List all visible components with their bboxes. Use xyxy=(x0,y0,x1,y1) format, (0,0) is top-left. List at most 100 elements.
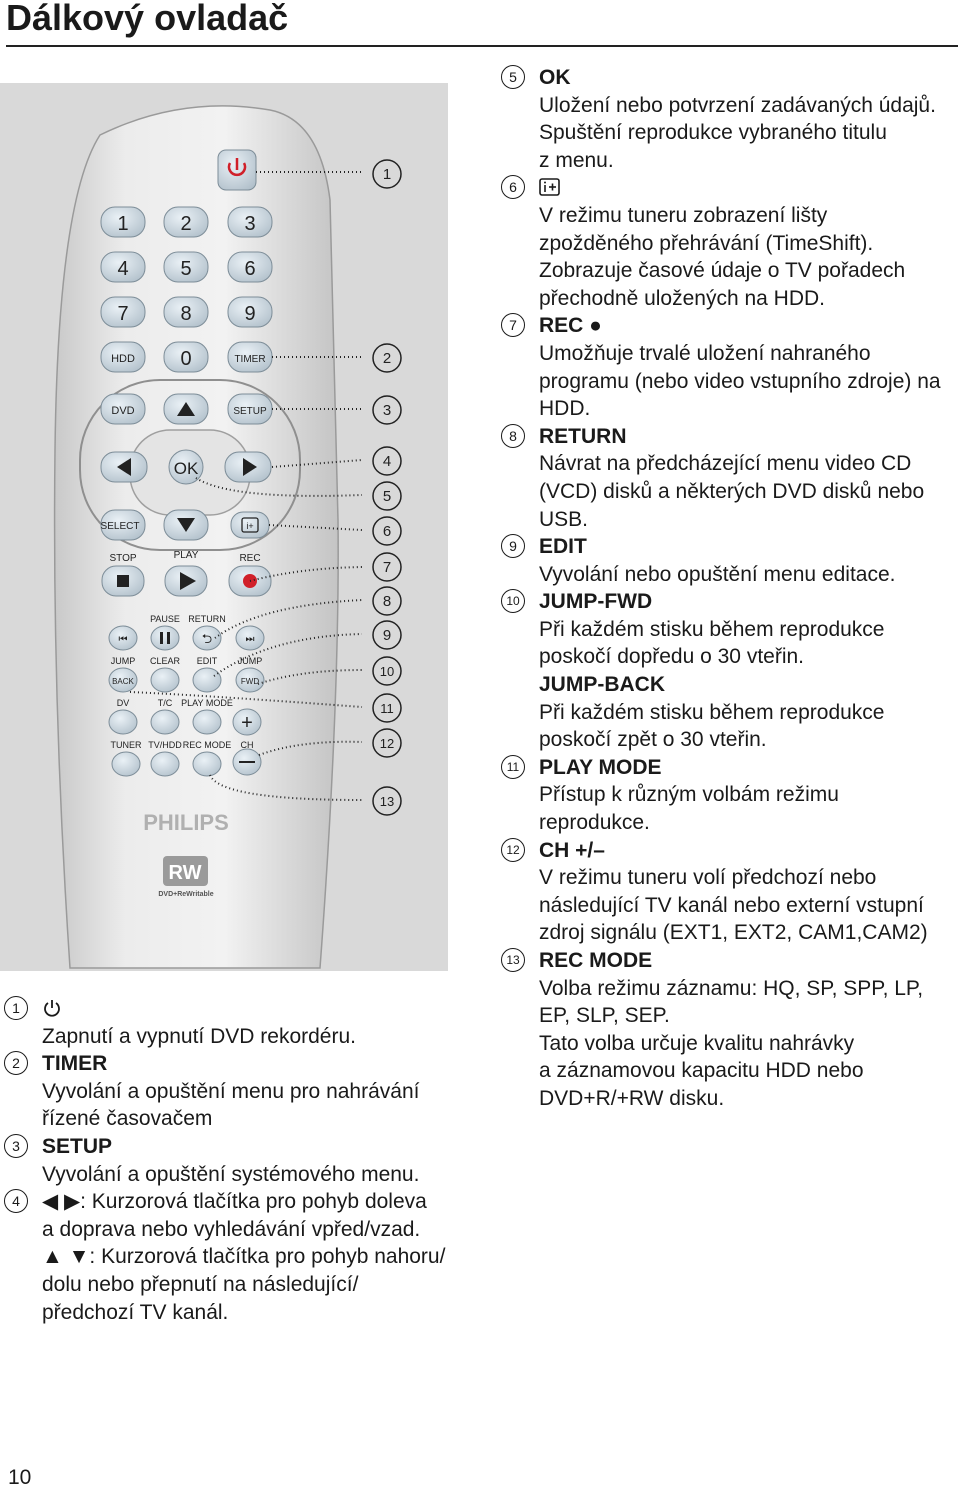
digit-key-3: 3 xyxy=(227,206,273,238)
item-6: 6 V režimu tuneru zobrazení lišty zpoždě… xyxy=(501,174,959,312)
item-4: 4 ◀ ▶: Kurzorová tlačítka pro pohyb dole… xyxy=(4,1188,462,1326)
jump-fwd-label: JUMP xyxy=(238,656,263,666)
svg-text:7: 7 xyxy=(383,559,391,576)
return-key: ⮌ xyxy=(192,625,222,651)
play-label: PLAY xyxy=(174,550,199,561)
tuner-label: TUNER xyxy=(111,740,142,750)
svg-text:0: 0 xyxy=(180,348,191,370)
pause-label: PAUSE xyxy=(150,614,180,624)
svg-text:⏮: ⏮ xyxy=(119,634,128,645)
dv-label: DV xyxy=(117,698,130,708)
callout-5: 5 xyxy=(372,481,402,511)
callout-4: 4 xyxy=(372,446,402,476)
svg-text:8: 8 xyxy=(383,593,391,610)
info-plus-icon xyxy=(539,178,560,197)
recmode-key xyxy=(192,751,222,777)
recmode-label: REC MODE xyxy=(183,740,232,750)
tvhdd-key xyxy=(150,751,180,777)
svg-text:8: 8 xyxy=(180,303,191,325)
rec-label: REC xyxy=(239,553,260,564)
svg-text:BACK: BACK xyxy=(112,677,134,686)
return-label: RETURN xyxy=(188,614,226,624)
svg-text:2: 2 xyxy=(383,350,391,367)
item-7: 7 REC ● Umožňuje trvalé uložení nahranéh… xyxy=(501,312,959,422)
svg-text:13: 13 xyxy=(380,794,394,809)
svg-text:+: + xyxy=(241,712,253,734)
stop-key xyxy=(101,565,145,597)
item-8: 8 RETURN Návrat na předcházející menu vi… xyxy=(501,423,959,533)
digit-key-9: 9 xyxy=(227,296,273,328)
callout-11: 11 xyxy=(372,693,402,723)
tvhdd-label: TV/HDD xyxy=(148,740,182,750)
jump-fwd-key: FWD xyxy=(235,667,265,693)
stop-label: STOP xyxy=(109,553,136,564)
svg-text:DVD: DVD xyxy=(111,405,134,417)
svg-text:4: 4 xyxy=(383,453,391,470)
pause-key xyxy=(150,625,180,651)
jump-back-key: BACK xyxy=(108,667,138,693)
page-number: 10 xyxy=(8,1466,32,1489)
item-2: 2 TIMER Vyvolání a opuštění menu pro nah… xyxy=(4,1050,462,1133)
setup-key: SETUP xyxy=(227,393,273,425)
title-rule xyxy=(6,45,958,47)
svg-text:DVD+ReWritable: DVD+ReWritable xyxy=(158,891,213,898)
svg-text:HDD: HDD xyxy=(111,353,135,365)
svg-text:⏭: ⏭ xyxy=(246,634,255,645)
callout-7: 7 xyxy=(372,552,402,582)
left-key xyxy=(100,451,148,483)
clear-key xyxy=(150,667,180,693)
tc-key xyxy=(150,709,180,735)
svg-text:FWD: FWD xyxy=(241,677,259,686)
svg-text:6: 6 xyxy=(383,523,391,540)
svg-text:6: 6 xyxy=(244,258,255,280)
dvd-key: DVD xyxy=(100,393,146,425)
dv-key xyxy=(108,709,138,735)
digit-key-6: 6 xyxy=(227,251,273,283)
svg-text:OK: OK xyxy=(174,459,199,478)
right-key xyxy=(224,451,272,483)
callout-9: 9 xyxy=(372,620,402,650)
digit-key-0: 0 xyxy=(163,341,209,373)
svg-text:4: 4 xyxy=(117,258,128,280)
svg-text:i+: i+ xyxy=(246,521,253,531)
svg-text:RW: RW xyxy=(169,862,202,884)
svg-text:9: 9 xyxy=(244,303,255,325)
ch-minus-key xyxy=(232,748,262,776)
edit-key xyxy=(192,667,222,693)
callout-10: 10 xyxy=(372,656,402,686)
jump-back-label: JUMP xyxy=(111,656,136,666)
ch-plus-key: + xyxy=(232,708,262,736)
svg-text:⮌: ⮌ xyxy=(202,631,212,646)
svg-text:3: 3 xyxy=(244,213,255,235)
right-descriptions: 5 OK Uložení nebo potvrzení zadávaných ú… xyxy=(501,64,959,1113)
info-key: i+ xyxy=(230,511,270,539)
callout-2: 2 xyxy=(372,343,402,373)
item-12: 12 CH +/– V režimu tuneru volí předchozí… xyxy=(501,837,959,947)
svg-text:SETUP: SETUP xyxy=(233,406,267,417)
svg-text:5: 5 xyxy=(383,488,391,505)
power-button xyxy=(217,149,257,191)
remote-figure: 1 2 3 4 5 6 7 8 9 HDD 0 TIMER DVD SETUP … xyxy=(0,83,448,971)
item-11: 11 PLAY MODE Přístup k různým volbám rež… xyxy=(501,754,959,837)
svg-text:2: 2 xyxy=(180,213,191,235)
ok-key: OK xyxy=(168,449,204,485)
digit-key-5: 5 xyxy=(163,251,209,283)
select-key: SELECT xyxy=(100,509,146,541)
playmode-label: PLAY MODE xyxy=(181,698,233,708)
digit-key-8: 8 xyxy=(163,296,209,328)
playmode-key xyxy=(192,709,222,735)
item-text: Zapnutí a vypnutí DVD rekordéru. xyxy=(42,1024,356,1048)
next-key: ⏭ xyxy=(235,625,265,651)
left-descriptions: 1 Zapnutí a vypnutí DVD rekordéru. 2 TIM… xyxy=(4,995,462,1326)
clear-label: CLEAR xyxy=(150,656,181,666)
callout-12: 12 xyxy=(372,728,402,758)
svg-text:10: 10 xyxy=(380,664,394,679)
svg-text:5: 5 xyxy=(180,258,191,280)
digit-key-7: 7 xyxy=(100,296,146,328)
page-title: Dálkový ovladač xyxy=(6,0,289,38)
svg-text:1: 1 xyxy=(117,213,128,235)
tuner-key xyxy=(111,751,141,777)
ch-label: CH xyxy=(241,740,254,750)
callout-6: 6 xyxy=(372,516,402,546)
item-13: 13 REC MODE Volba režimu záznamu: HQ, SP… xyxy=(501,947,959,1113)
